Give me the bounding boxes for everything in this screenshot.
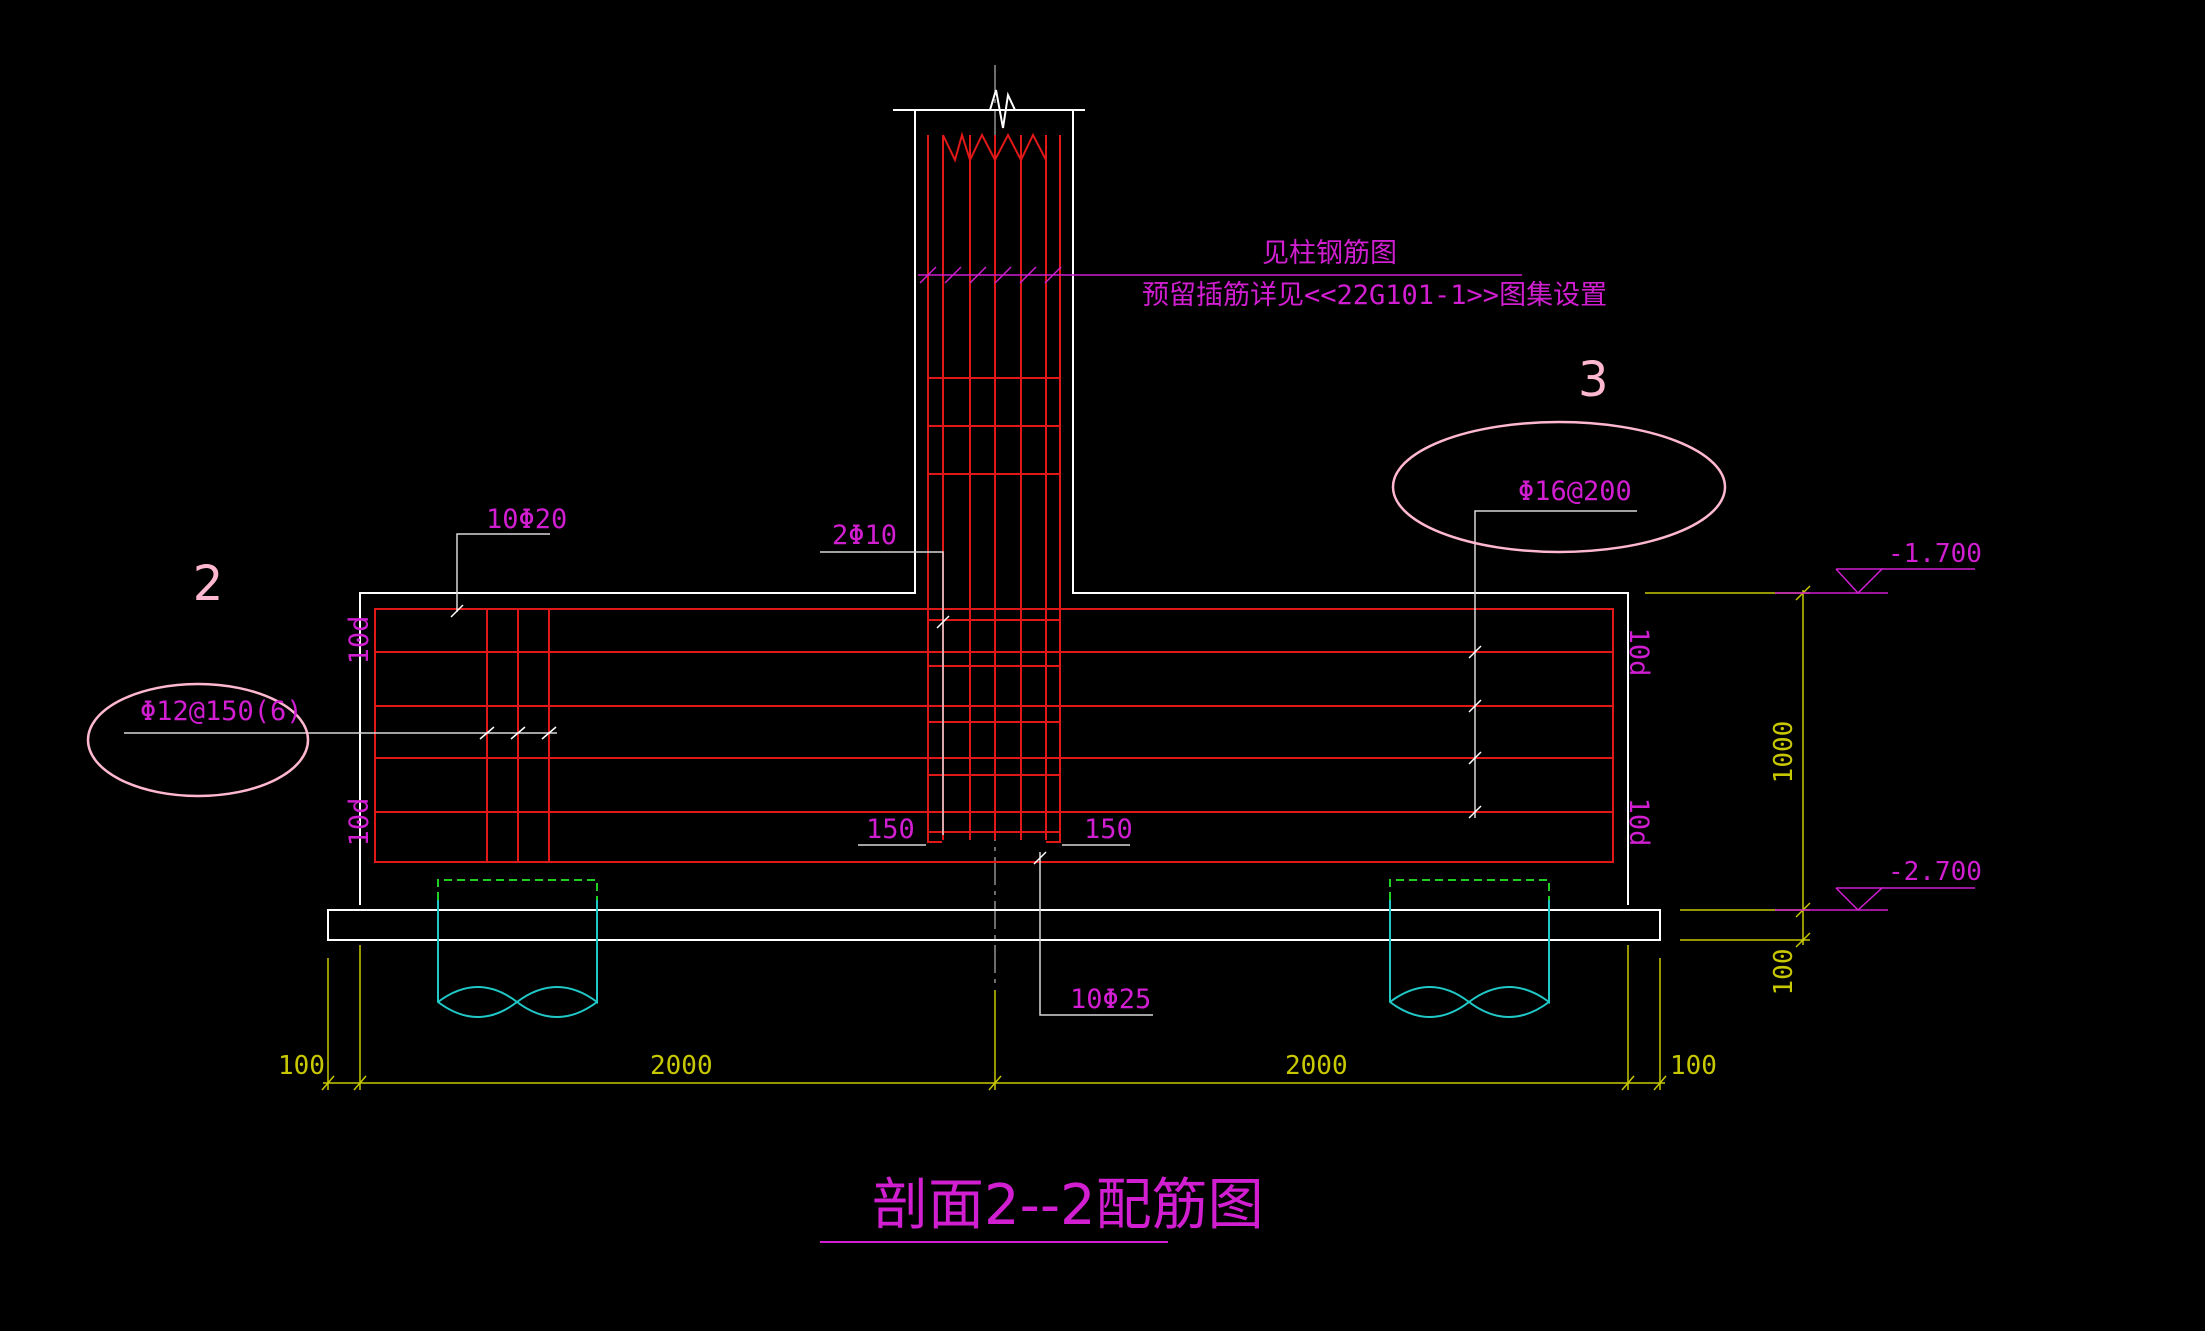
label-150-left: 150 [866, 814, 915, 845]
column-top-hooks [942, 131, 1047, 163]
footing-outline [359, 109, 1629, 905]
callout-number-right: 3 [1578, 352, 1609, 408]
col-note-1: 见柱钢筋图 [1262, 238, 1397, 269]
callout-ring-left [86, 682, 310, 798]
text-labels: 见柱钢筋图 预留插筋详见<<22G101-1>>图集设置 3 2 Φ16@200… [140, 238, 1982, 1238]
label-2phi10: 2Φ10 [832, 520, 897, 551]
dim-left-span: 2000 [650, 1051, 713, 1081]
drawing-title: 剖面2--2配筋图 [872, 1173, 1264, 1238]
label-10phi25: 10Φ25 [1070, 984, 1151, 1015]
dim-right-margin: 100 [1670, 1051, 1717, 1081]
leader-10phi25 [1039, 852, 1153, 1016]
dim-depth: 1000 [1769, 721, 1799, 784]
callout-ring-right [1391, 420, 1727, 554]
label-phi16-200: Φ16@200 [1518, 476, 1632, 507]
dim-left-margin: 100 [278, 1051, 325, 1081]
pile-right [1389, 879, 1550, 1018]
label-phi12-150: Φ12@150(6) [140, 696, 303, 727]
leader-10phi20 [456, 533, 550, 612]
leader-lines [124, 510, 1637, 1016]
leader-ticks [450, 604, 1482, 865]
column-bar-outer-left [927, 135, 942, 843]
dim-pad: 100 [1769, 949, 1799, 996]
pile-cap-right [1389, 879, 1550, 900]
pile-left [437, 879, 598, 1018]
pile-body-left [437, 900, 598, 1018]
callout-number-left: 2 [193, 556, 224, 612]
leader-2phi10 [820, 551, 944, 835]
pile-cap-left [437, 879, 598, 900]
concrete-outline [327, 89, 1661, 941]
level-top: -1.700 [1888, 539, 1982, 569]
pile-body-right [1389, 900, 1550, 1018]
pile-break-left [437, 986, 598, 1018]
column-note-leader [918, 266, 1522, 284]
anchor-label-tr: 10d [1623, 628, 1654, 677]
level-marker-bottom [1775, 887, 1975, 912]
pile-break-right [1389, 986, 1550, 1018]
rebar-group [374, 131, 1614, 863]
anchor-label-bl: 10d [344, 798, 375, 847]
blinding-layer [327, 909, 1661, 941]
break-symbol [989, 89, 1016, 129]
anchor-label-tl: 10d [344, 616, 375, 665]
col-note-2: 预留插筋详见<<22G101-1>>图集设置 [1142, 280, 1607, 311]
label-10phi20: 10Φ20 [486, 504, 567, 535]
level-marker-top [1775, 568, 1975, 595]
label-150-right: 150 [1084, 814, 1133, 845]
dim-right-span: 2000 [1285, 1051, 1348, 1081]
anchor-label-br: 10d [1623, 798, 1654, 847]
level-bottom: -2.700 [1888, 857, 1982, 887]
dimension-lines [321, 585, 1811, 1091]
column-bar-outer-right [1046, 135, 1061, 843]
leader-phi16 [1474, 510, 1637, 818]
